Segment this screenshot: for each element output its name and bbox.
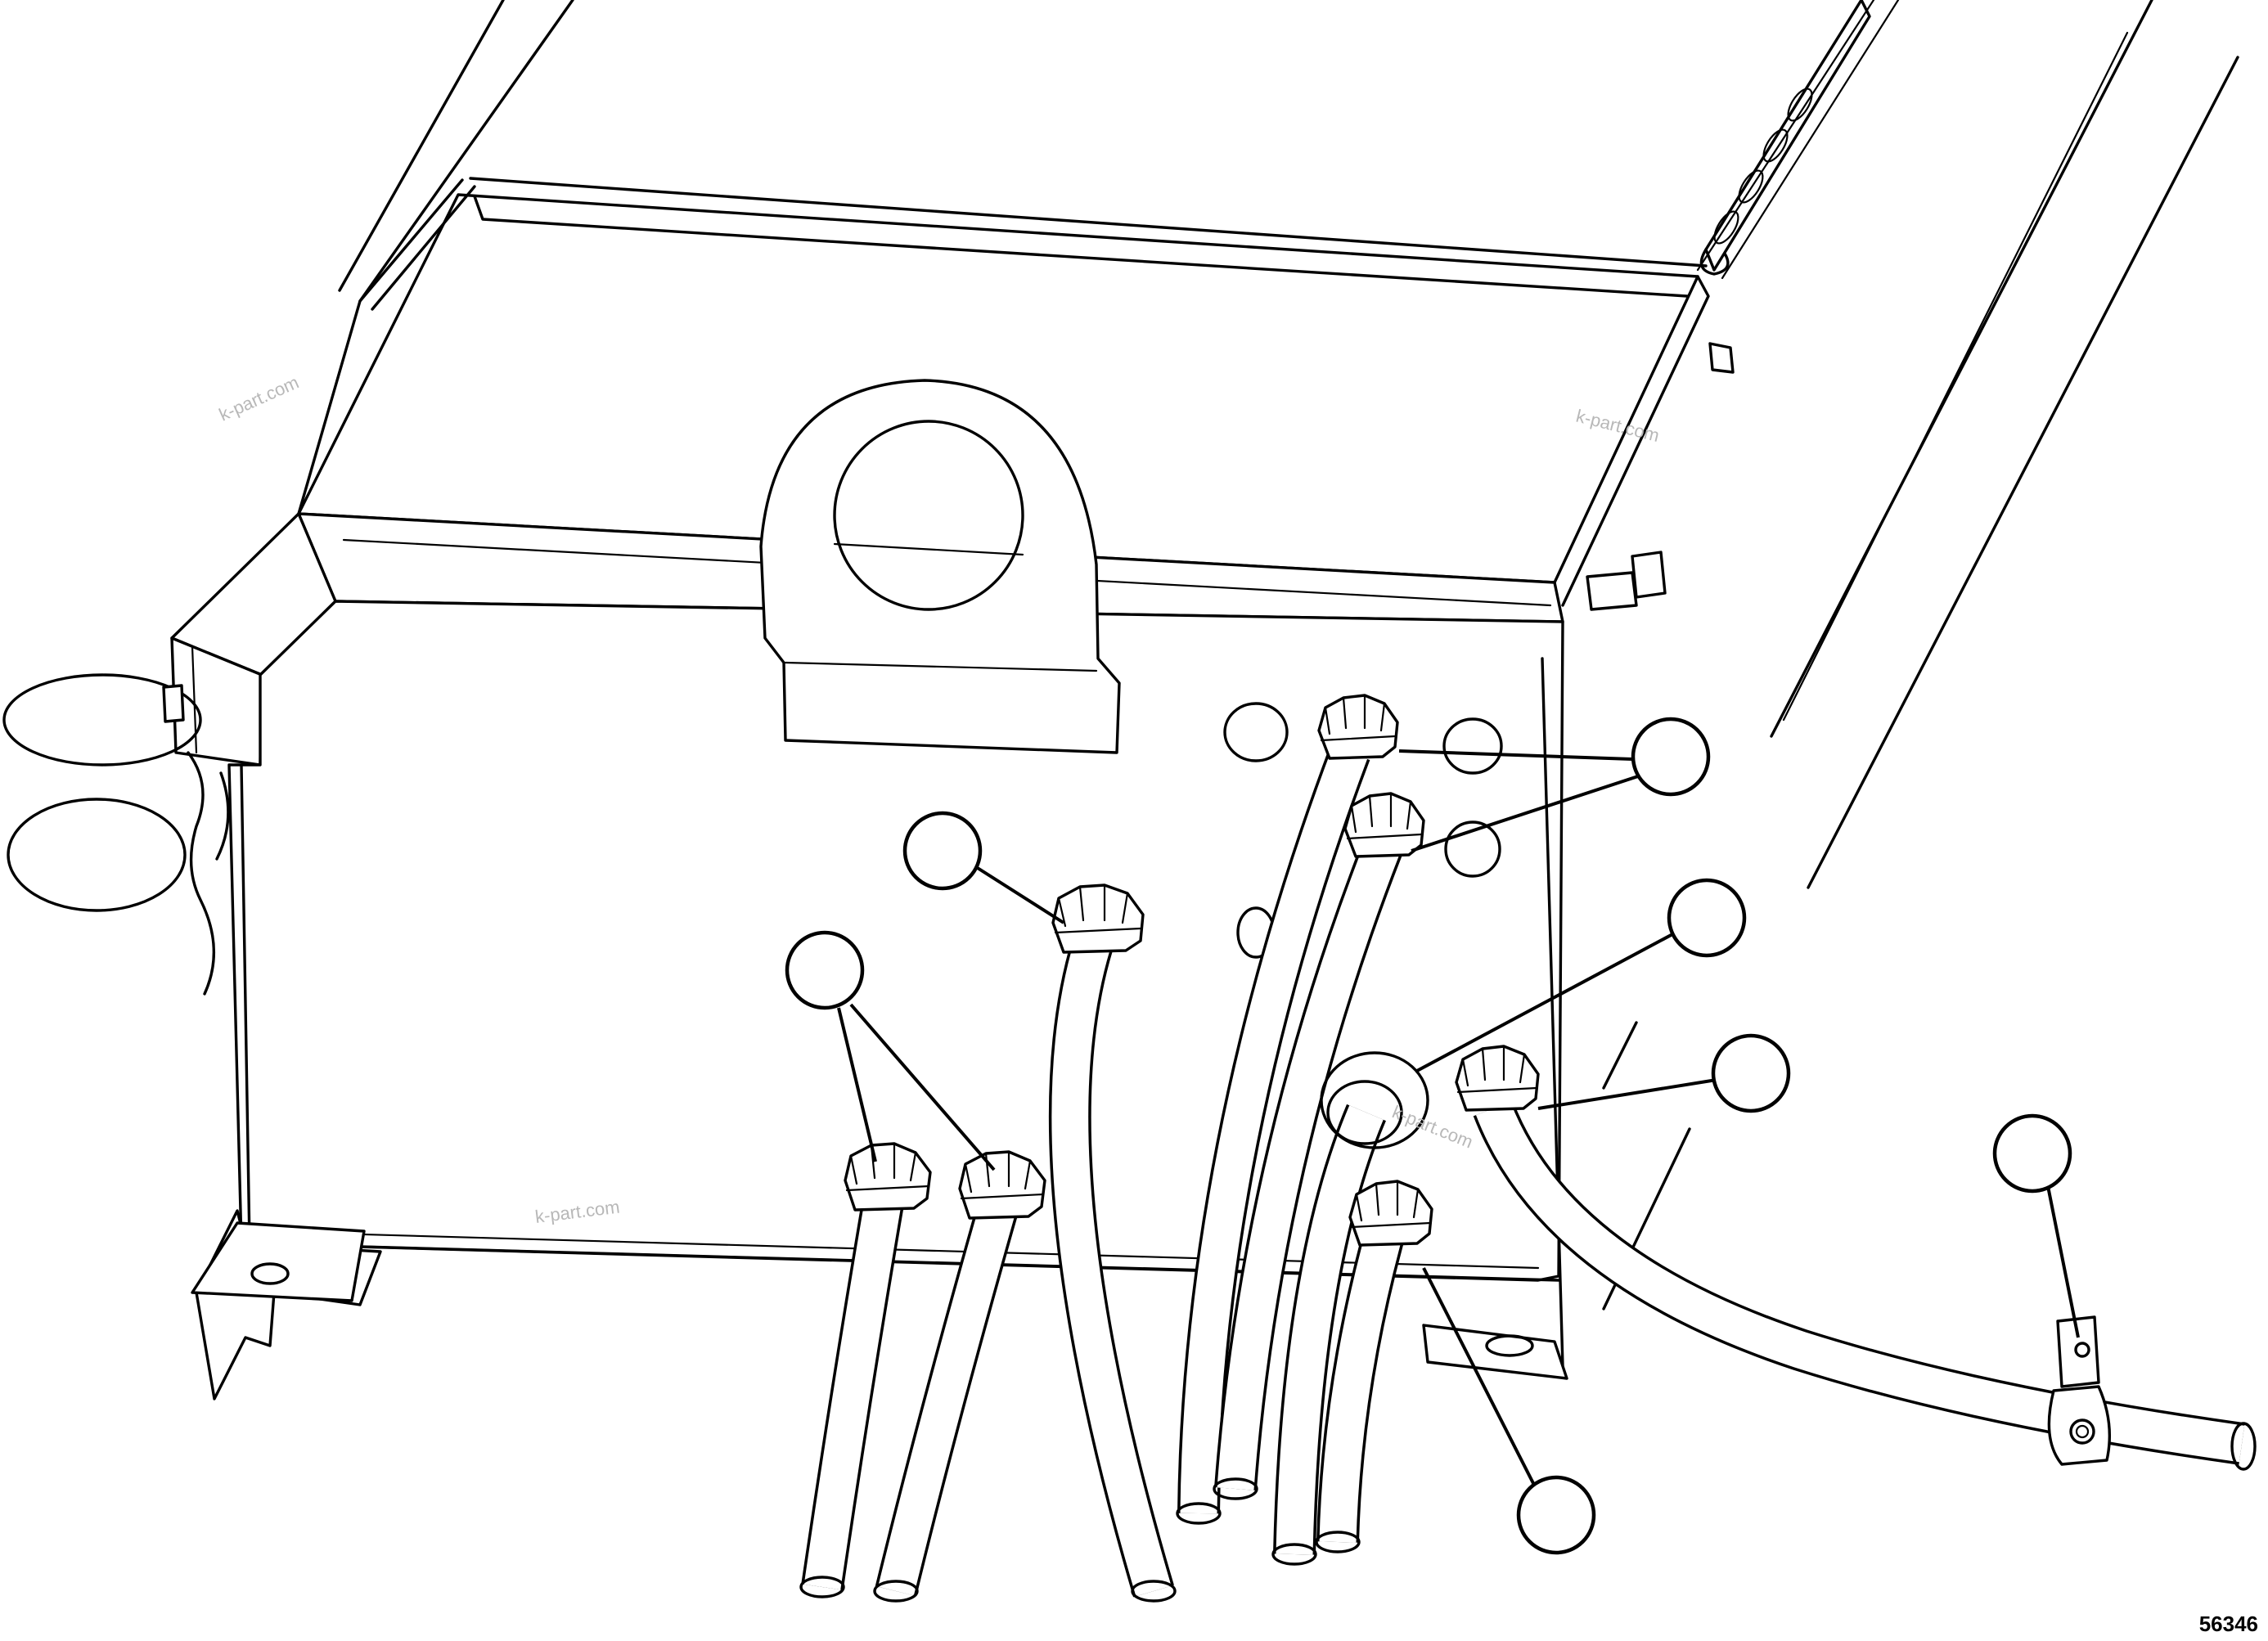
callout-4 xyxy=(1667,878,1747,958)
callout-leaders xyxy=(837,749,2080,1494)
fitting-top-1 xyxy=(1317,694,1399,760)
side-bolt xyxy=(1586,551,1667,611)
callout-2 xyxy=(902,811,983,891)
fitting-center xyxy=(1051,883,1145,954)
callout-1 xyxy=(1631,717,1711,797)
hose-clamp xyxy=(2047,1315,2111,1466)
grommet xyxy=(1320,1051,1429,1149)
fitting-top-2 xyxy=(1343,792,1425,858)
figure-number: 56346 xyxy=(2199,1612,2258,1636)
hinge xyxy=(1699,0,1871,374)
hose-fittings xyxy=(844,694,1540,1247)
fitting-long-right xyxy=(1455,1045,1540,1112)
leader-5 xyxy=(1537,1078,1717,1110)
leader-1a xyxy=(1398,749,1633,761)
watermark-1: k-part.com xyxy=(216,371,302,425)
callout-6 xyxy=(1992,1113,2072,1194)
hose-left-1 xyxy=(801,1194,905,1590)
leader-3b xyxy=(849,1003,996,1171)
wire-loops xyxy=(2,673,230,996)
leader-6 xyxy=(2045,1181,2080,1338)
leader-2 xyxy=(972,864,1065,924)
frame-rails xyxy=(338,0,2239,1311)
fitting-left-1 xyxy=(844,1142,932,1212)
leader-7 xyxy=(1422,1267,1540,1494)
callout-3 xyxy=(785,930,865,1010)
leader-3a xyxy=(837,1007,877,1162)
leader-4 xyxy=(1415,931,1676,1073)
lifting-eye xyxy=(759,379,1121,754)
hose-grommet xyxy=(1273,1104,1386,1555)
box-lid xyxy=(297,177,1710,623)
hose-center xyxy=(1048,938,1174,1598)
hose-ends xyxy=(799,1422,2257,1603)
fitting-left-2 xyxy=(958,1150,1046,1220)
callout-5 xyxy=(1711,1033,1791,1113)
hose-top-2 xyxy=(1214,838,1403,1490)
hose-long-right xyxy=(1473,1100,2245,1465)
hose-top-1 xyxy=(1177,744,1370,1514)
fitting-bottom-right xyxy=(1348,1180,1433,1247)
hose-left-2 xyxy=(875,1200,1019,1597)
leader-1b xyxy=(1411,774,1641,852)
hose-bottom-right xyxy=(1316,1234,1404,1543)
callouts xyxy=(785,717,2072,1555)
callout-7 xyxy=(1516,1475,1596,1555)
